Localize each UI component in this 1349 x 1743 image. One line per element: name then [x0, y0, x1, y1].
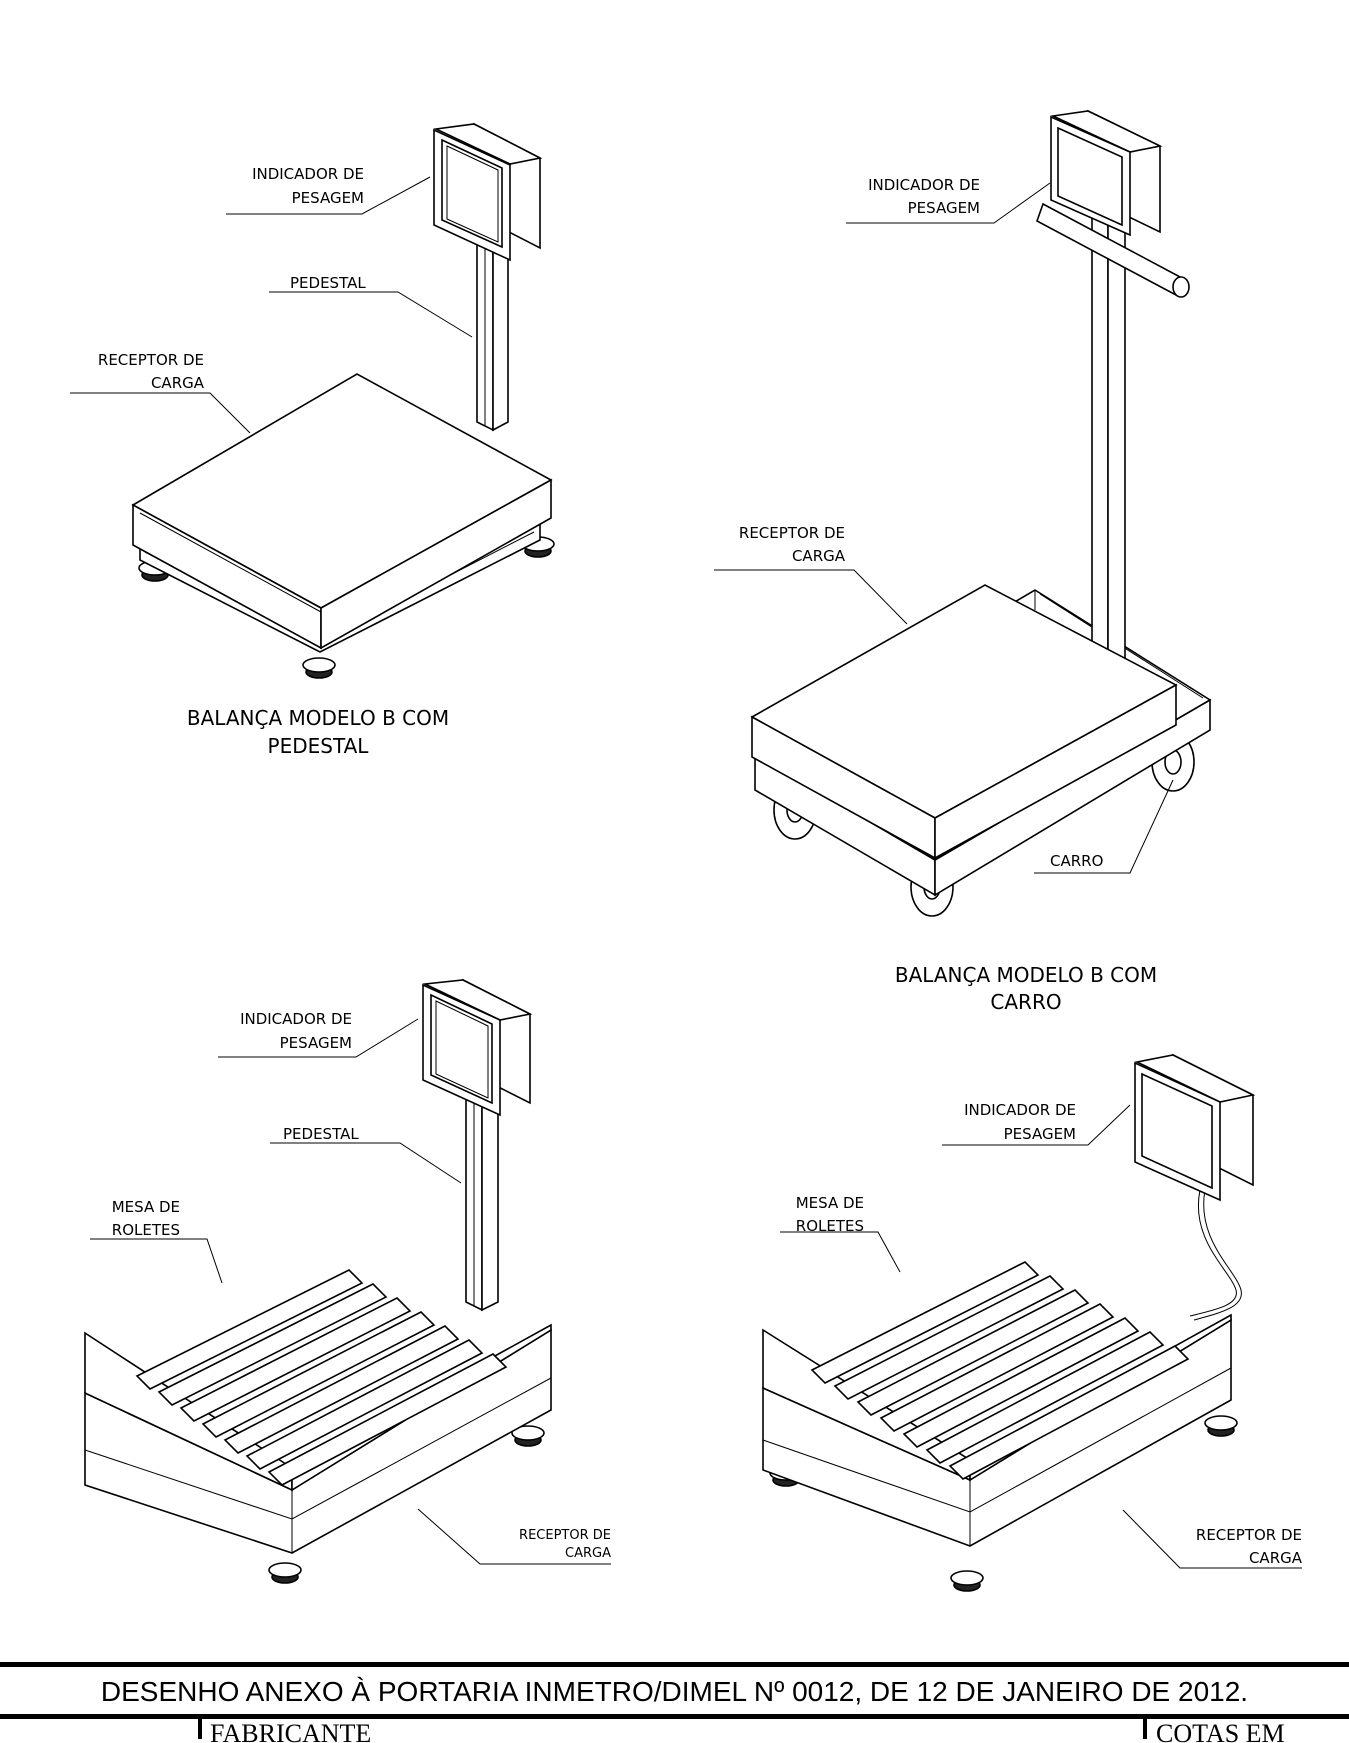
- title-block-top-rule: [0, 1662, 1349, 1667]
- drawing-annex-caption: DESENHO ANEXO À PORTARIA INMETRO/DIMEL N…: [100, 1676, 1249, 1707]
- weighing-indicator: [433, 122, 543, 262]
- title-block-middle-rule: [0, 1714, 1349, 1719]
- title-block-divider: [1143, 1719, 1147, 1739]
- cart-column: [1091, 210, 1109, 670]
- title-block-divider: [198, 1719, 202, 1739]
- manufacturer-field-label: FABRICANTE: [210, 1719, 372, 1743]
- weighing-indicator: [1050, 109, 1163, 237]
- weighing-indicator: [422, 978, 533, 1117]
- dimensions-field-label: COTAS EM: [1156, 1719, 1285, 1743]
- weighing-indicator: [1134, 1053, 1256, 1202]
- label-pedestal: PEDESTAL: [290, 274, 366, 292]
- roller-set: [135, 1269, 508, 1486]
- roller-set: [810, 1261, 1190, 1480]
- title-block: DESENHO ANEXO À PORTARIA INMETRO/DIMEL N…: [0, 1662, 1349, 1743]
- label-carro: CARRO: [1050, 852, 1103, 870]
- label-pedestal: PEDESTAL: [283, 1125, 359, 1143]
- indicator-cable: [1189, 1189, 1242, 1321]
